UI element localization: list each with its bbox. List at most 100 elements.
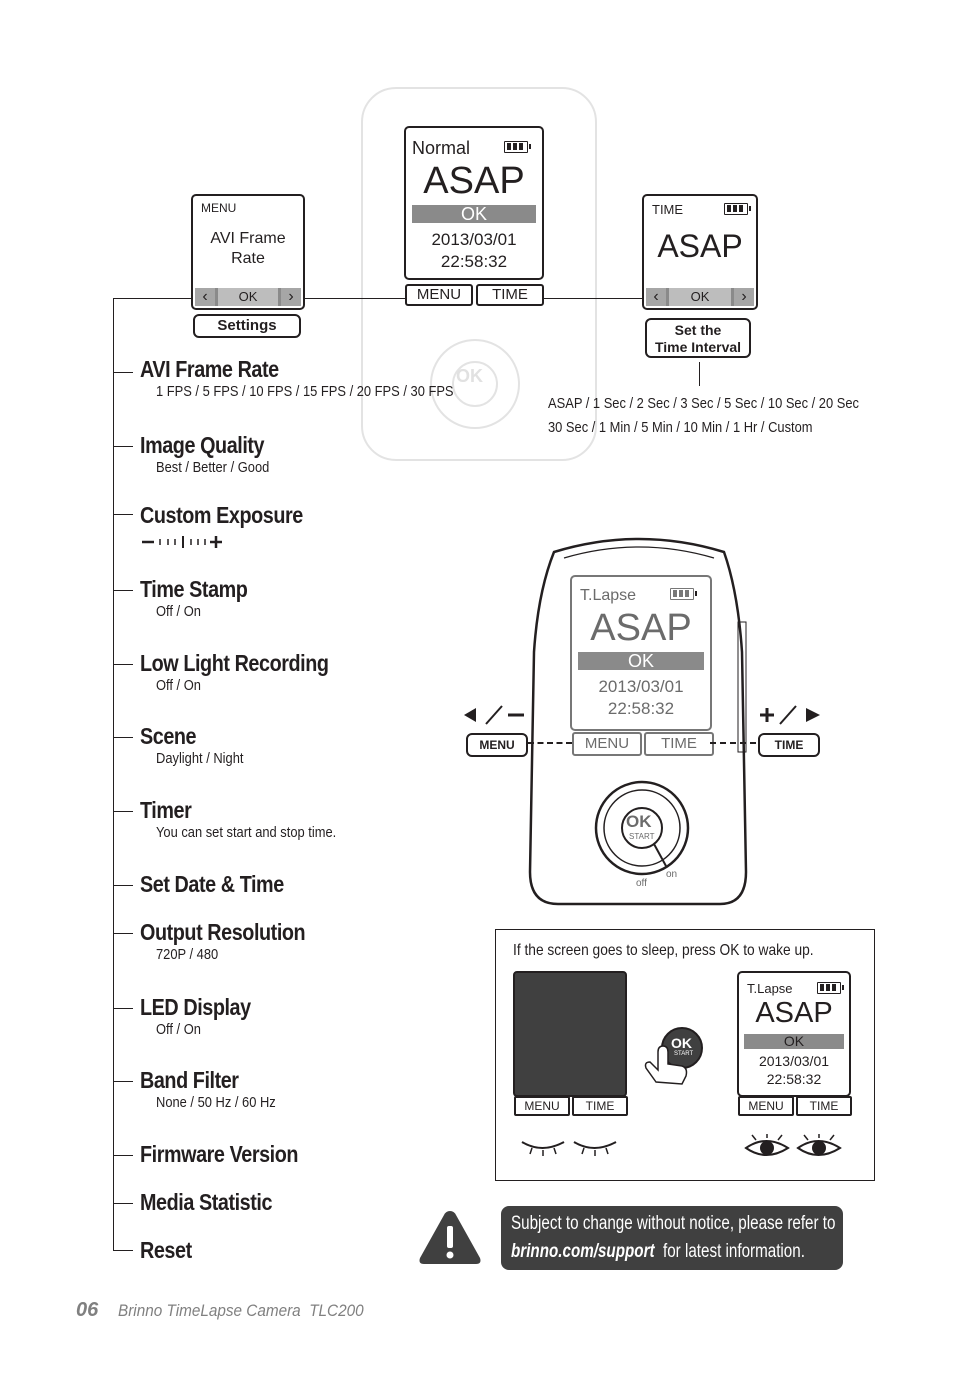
- tick: [113, 514, 133, 515]
- menu-screen-line1: AVI Frame: [210, 230, 286, 247]
- menu-item-title: Firmware Version: [140, 1141, 299, 1167]
- time-screen: TIME ASAP ‹ OK ›: [642, 194, 758, 310]
- time-screen-ok[interactable]: OK: [669, 288, 731, 306]
- notice-box: [501, 1206, 843, 1270]
- menu-item-options: Best / Better / Good: [156, 459, 270, 476]
- warning-icon: [419, 1211, 481, 1264]
- sleep-menu-softkey[interactable]: MENU: [514, 1096, 570, 1116]
- right-arrow-icon[interactable]: ›: [734, 288, 754, 306]
- left-arrow-icon[interactable]: ‹: [646, 288, 666, 306]
- mode-label: Normal: [412, 138, 471, 158]
- menu-item-title: LED Display: [140, 994, 251, 1020]
- set-interval-caption: Set the Time Interval: [645, 318, 751, 358]
- tick: [113, 1081, 133, 1082]
- interval-value: ASAP: [423, 160, 525, 202]
- menu-item-options: None / 50 Hz / 60 Hz: [156, 1094, 276, 1111]
- menu-dashed-connector: [528, 742, 572, 744]
- camera-screen: T.Lapse ASAP OK 2013/03/01 22:58:32: [570, 575, 712, 731]
- menu-item-scene[interactable]: Scene Daylight / Night: [140, 723, 258, 769]
- notice-line2-rest: for latest information.: [663, 1241, 805, 1262]
- interval-options-line2: 30 Sec / 1 Min / 5 Min / 10 Min / 1 Hr /…: [548, 419, 813, 436]
- tick: [113, 885, 133, 886]
- footer-product: Brinno TimeLapse Camera TLC200: [118, 1301, 364, 1320]
- awake-time-softkey[interactable]: TIME: [796, 1096, 852, 1116]
- camera-ok-button[interactable]: OK: [626, 812, 652, 831]
- exposure-scale-icon: [142, 536, 222, 548]
- menu-item-low-light-recording[interactable]: Low Light Recording Off / On: [140, 650, 359, 696]
- right-arrow-icon[interactable]: ›: [281, 288, 301, 306]
- battery-icon: [724, 203, 751, 215]
- sleep-wake-box: [495, 929, 875, 1181]
- menu-item-firmware-version[interactable]: Firmware Version: [140, 1141, 324, 1167]
- menu-item-custom-exposure[interactable]: Custom Exposure: [140, 502, 329, 528]
- menu-item-title: Output Resolution: [140, 919, 306, 945]
- camera-off-label: off: [636, 878, 647, 889]
- interval-options-line1: ASAP / 1 Sec / 2 Sec / 3 Sec / 5 Sec / 1…: [548, 395, 859, 412]
- page-number: 06: [76, 1299, 99, 1321]
- sleep-ok-label: OK: [671, 1035, 692, 1051]
- tick: [113, 1203, 133, 1204]
- menu-item-media-statistic[interactable]: Media Statistic: [140, 1189, 294, 1215]
- settings-caption: Settings: [193, 314, 301, 338]
- sleep-time-softkey[interactable]: TIME: [572, 1096, 628, 1116]
- menu-item-title: Scene: [140, 723, 197, 749]
- menu-item-set-date-time[interactable]: Set Date & Time: [140, 871, 307, 897]
- awake-screen: T.Lapse ASAP OK 2013/03/01 22:58:32: [737, 971, 851, 1097]
- ok-bar: OK: [412, 205, 536, 223]
- battery-icon: [670, 588, 697, 600]
- menu-item-time-stamp[interactable]: Time Stamp Off / On: [140, 576, 265, 622]
- menu-item-title: Set Date & Time: [140, 871, 284, 897]
- time-dashed-connector: [710, 742, 756, 744]
- camera-interval: ASAP: [590, 607, 692, 649]
- battery-icon: [817, 982, 844, 994]
- camera-menu-softkey[interactable]: MENU: [572, 732, 642, 756]
- menu-item-band-filter[interactable]: Band Filter None / 50 Hz / 60 Hz: [140, 1067, 295, 1113]
- tick: [113, 590, 133, 591]
- time-screen-interval: ASAP: [657, 228, 743, 264]
- awake-menu-softkey[interactable]: MENU: [738, 1096, 794, 1116]
- tick: [113, 933, 133, 934]
- external-time-button[interactable]: TIME: [758, 733, 820, 757]
- closed-eyes-icon: [521, 1141, 617, 1156]
- support-link[interactable]: brinno.com/support: [511, 1241, 655, 1262]
- camera-start-label: START: [629, 832, 655, 841]
- menu-screen-title: MENU: [201, 201, 237, 215]
- right-plus-arrow-icon: [760, 705, 820, 725]
- camera-time: 22:58:32: [607, 699, 675, 718]
- menu-item-reset[interactable]: Reset: [140, 1237, 200, 1263]
- faint-ok-label: OK: [456, 366, 483, 386]
- menu-item-led-display[interactable]: LED Display Off / On: [140, 994, 269, 1040]
- sleep-instruction: If the screen goes to sleep, press OK to…: [513, 942, 814, 959]
- tick: [113, 811, 133, 812]
- tick: [113, 664, 133, 665]
- tick: [113, 737, 133, 738]
- menu-screen: MENU AVI Frame Rate ‹ OK ›: [191, 194, 305, 310]
- menu-item-avi-frame-rate[interactable]: AVI Frame Rate 1 FPS / 5 FPS / 10 FPS / …: [140, 356, 502, 402]
- menu-tree-vertical-line: [113, 298, 114, 1250]
- tick: [113, 1008, 133, 1009]
- faint-camera-illustration: [361, 87, 597, 461]
- external-menu-button[interactable]: MENU: [466, 733, 528, 757]
- menu-item-title: Timer: [140, 797, 192, 823]
- notice-line1: Subject to change without notice, please…: [511, 1213, 836, 1234]
- awake-time: 22:58:32: [766, 1071, 822, 1087]
- menu-item-title: AVI Frame Rate: [140, 356, 279, 382]
- menu-item-title: Media Statistic: [140, 1189, 273, 1215]
- menu-softkey[interactable]: MENU: [405, 284, 473, 306]
- camera-ok-bar: OK: [578, 652, 704, 670]
- menu-item-timer[interactable]: Timer You can set start and stop time.: [140, 797, 366, 843]
- menu-item-options: You can set start and stop time.: [156, 824, 337, 841]
- menu-item-options: Off / On: [156, 677, 201, 694]
- menu-item-options: 720P / 480: [156, 946, 219, 963]
- time-screen-nav: ‹ OK ›: [646, 288, 754, 306]
- time-screen-title: TIME: [652, 202, 684, 217]
- connector-line-right: [542, 298, 642, 299]
- menu-item-image-quality[interactable]: Image Quality Best / Better / Good: [140, 432, 288, 478]
- menu-item-options: 1 FPS / 5 FPS / 10 FPS / 15 FPS / 20 FPS…: [156, 383, 454, 400]
- left-arrow-icon[interactable]: ‹: [195, 288, 215, 306]
- camera-time-softkey[interactable]: TIME: [644, 732, 714, 756]
- time-softkey[interactable]: TIME: [476, 284, 544, 306]
- menu-item-output-resolution[interactable]: Output Resolution 720P / 480: [140, 919, 332, 965]
- awake-interval: ASAP: [755, 997, 833, 1029]
- menu-screen-ok[interactable]: OK: [218, 288, 278, 306]
